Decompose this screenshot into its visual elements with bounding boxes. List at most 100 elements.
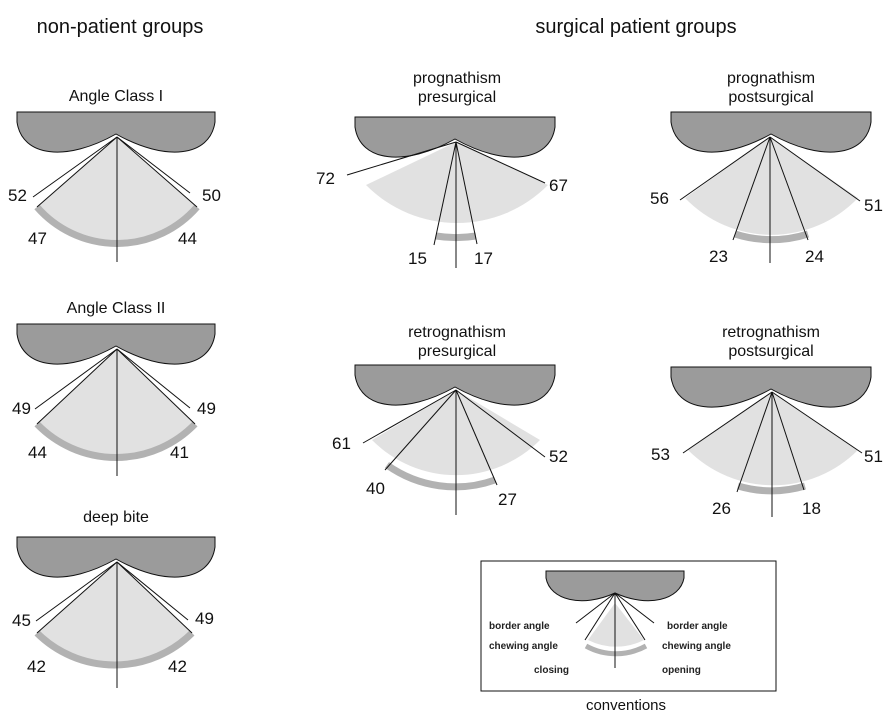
right-border-line	[116, 561, 189, 621]
arc-band	[34, 421, 198, 461]
conventions-caption: conventions	[586, 697, 666, 714]
header-surgical-patient-groups: surgical patient groups	[535, 16, 736, 38]
left-border-line	[679, 136, 771, 201]
left-chewing-value: 44	[28, 443, 47, 462]
right-border-value: 51	[864, 447, 883, 466]
panel-title-line-1: retrognathism	[722, 324, 820, 341]
panel-prognathism-postsurgical: prognathism postsurgical 56 51 23 24	[650, 70, 883, 266]
left-chewing-value: 26	[712, 499, 731, 518]
panel-prognathism-presurgical: prognathism presurgical 72 67 15 17	[316, 70, 568, 268]
chewing-region	[366, 142, 548, 223]
right-chewing-value: 24	[805, 247, 824, 266]
conventions-opening-label: opening	[662, 665, 701, 676]
conventions-right-border-line	[614, 592, 655, 624]
panel-angle-class-2: Angle Class II 49 49 44 41	[12, 300, 216, 476]
left-chewing-line	[36, 348, 118, 425]
chewing-region	[37, 562, 192, 665]
left-chewing-line	[384, 389, 457, 471]
left-border-line	[34, 348, 118, 410]
left-border-value: 61	[332, 434, 351, 453]
right-border-value: 52	[549, 447, 568, 466]
right-chewing-value: 44	[178, 229, 197, 248]
left-border-line	[35, 561, 118, 622]
arc-band	[384, 462, 497, 491]
panel-angle-class-1: Angle Class I 52 50 47 44	[8, 88, 221, 262]
right-border-line	[769, 136, 861, 202]
left-border-value: 49	[12, 399, 31, 418]
conventions-left-chewing-line	[584, 592, 616, 641]
right-border-value: 50	[202, 186, 221, 205]
panel-retrognathism-presurgical: retrognathism presurgical 61 52 40 27	[332, 324, 568, 515]
right-chewing-line	[771, 391, 805, 491]
right-chewing-line	[116, 348, 196, 425]
right-chewing-value: 18	[802, 499, 821, 518]
panel-title-line-2: presurgical	[418, 89, 496, 106]
chewing-region	[37, 349, 195, 458]
right-chewing-line	[116, 561, 193, 634]
left-chewing-line	[736, 391, 773, 493]
conventions-arc-band	[584, 643, 648, 657]
panel-title-line-2: presurgical	[418, 343, 496, 360]
panel-title-line-1: prognathism	[413, 70, 501, 87]
conventions-border-angle-right: border angle	[667, 621, 728, 632]
right-chewing-line	[455, 141, 478, 245]
panel-deep-bite: deep bite 45 49 42 42	[12, 509, 216, 688]
left-chewing-line	[36, 136, 118, 208]
left-border-value: 53	[651, 445, 670, 464]
left-border-value: 52	[8, 186, 27, 205]
panel-title-line-1: retrognathism	[408, 324, 506, 341]
left-chewing-line	[36, 561, 118, 634]
left-chewing-value: 23	[709, 247, 728, 266]
left-border-line	[362, 389, 457, 444]
chewing-region	[685, 137, 858, 235]
left-border-line	[682, 391, 773, 454]
conventions-chewing-region	[588, 603, 644, 647]
panel-retrognathism-postsurgical: retrognathism postsurgical 53 51 26 18	[651, 324, 883, 518]
conventions-chewing-angle-left: chewing angle	[489, 641, 558, 652]
left-border-value: 45	[12, 611, 31, 630]
conventions-border-angle-left: border angle	[489, 621, 550, 632]
header-non-patient-groups: non-patient groups	[37, 16, 204, 38]
right-border-value: 49	[197, 399, 216, 418]
left-chewing-value: 42	[27, 657, 46, 676]
right-chewing-line	[769, 136, 809, 241]
left-border-value: 56	[650, 189, 669, 208]
conventions-chewing-angle-right: chewing angle	[662, 641, 731, 652]
left-chewing-value: 15	[408, 249, 427, 268]
left-border-line	[32, 136, 118, 198]
conventions-closing-label: closing	[534, 665, 569, 676]
right-border-line	[455, 389, 546, 458]
left-chewing-line	[732, 136, 771, 241]
right-border-line	[116, 136, 191, 194]
right-border-line	[116, 348, 191, 409]
right-border-value: 51	[864, 196, 883, 215]
right-border-value: 49	[195, 609, 214, 628]
panel-title: deep bite	[83, 509, 149, 526]
right-chewing-line	[455, 389, 498, 486]
left-chewing-value: 40	[366, 479, 385, 498]
right-chewing-value: 42	[168, 657, 187, 676]
arc-band	[733, 230, 810, 244]
right-border-line	[455, 141, 546, 184]
panel-title-line-2: postsurgical	[728, 89, 813, 106]
right-chewing-line	[116, 136, 198, 208]
conventions-legend: border angle border angle chewing angle …	[480, 560, 777, 714]
chewing-region	[688, 392, 858, 486]
panel-title: Angle Class II	[67, 300, 166, 317]
right-chewing-value: 17	[474, 249, 493, 268]
panel-title: Angle Class I	[69, 88, 163, 105]
panel-title-line-2: postsurgical	[728, 343, 813, 360]
left-chewing-line	[433, 141, 457, 246]
right-border-value: 67	[549, 176, 568, 195]
right-border-line	[771, 391, 863, 454]
panel-title-line-1: prognathism	[727, 70, 815, 87]
arc-band	[34, 630, 195, 669]
right-chewing-value: 41	[170, 443, 189, 462]
conventions-right-chewing-line	[614, 592, 646, 641]
left-border-line	[346, 141, 457, 176]
left-border-value: 72	[316, 169, 335, 188]
left-chewing-value: 47	[28, 229, 47, 248]
right-chewing-value: 27	[498, 490, 517, 509]
